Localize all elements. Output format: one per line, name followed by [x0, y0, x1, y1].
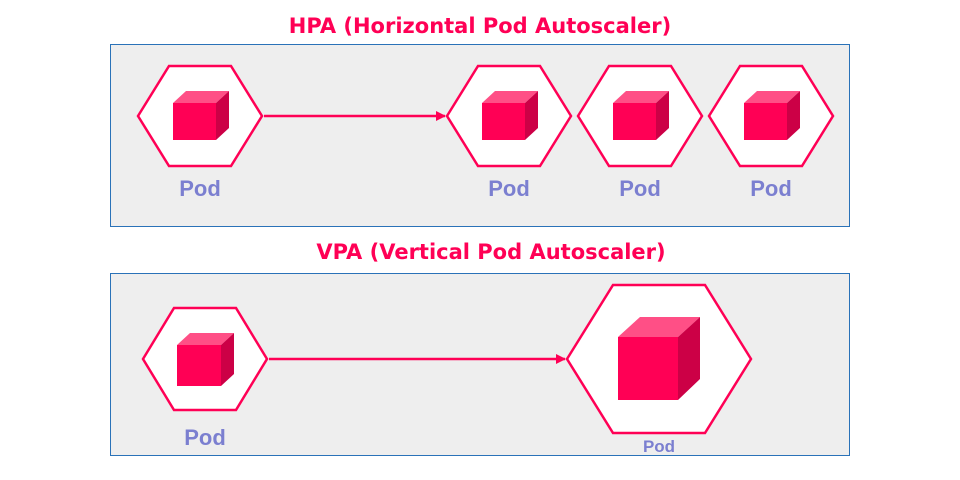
hpa-target-pod: [707, 64, 835, 168]
vpa-title: VPA (Vertical Pod Autoscaler): [316, 240, 665, 264]
vpa-target-pod-label: Pod: [643, 437, 675, 456]
pod-cube-icon: [173, 91, 229, 140]
hpa-target-pod-label: Pod: [619, 176, 661, 201]
hpa-target-pod: [445, 64, 573, 168]
pod-cube-icon: [618, 317, 700, 400]
hpa-source-pod: [136, 64, 264, 168]
hpa-target-pod: [576, 64, 704, 168]
hpa-target-pod-label: Pod: [488, 176, 530, 201]
hpa-source-pod-label: Pod: [179, 176, 221, 201]
pod-cube-icon: [177, 333, 234, 386]
hpa-title: HPA (Horizontal Pod Autoscaler): [289, 14, 671, 38]
pod-cube-icon: [744, 91, 800, 140]
vpa-source-pod: [141, 306, 269, 412]
pod-cube-icon: [613, 91, 669, 140]
vpa-target-pod: [565, 283, 753, 435]
hpa-target-pod-label: Pod: [750, 176, 792, 201]
vpa-source-pod-label: Pod: [184, 425, 226, 450]
pod-cube-icon: [482, 91, 538, 140]
